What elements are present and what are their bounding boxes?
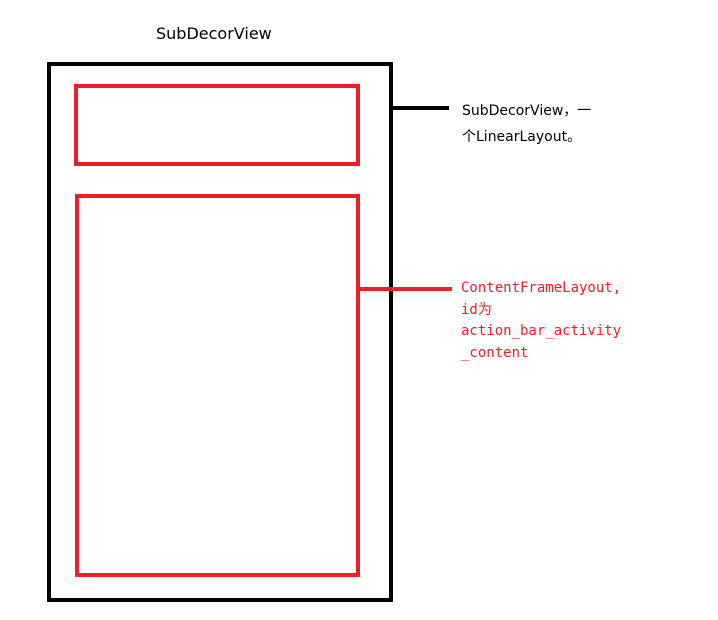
subdecorview-box (47, 62, 393, 602)
top-child-box (74, 84, 360, 166)
content-frame-annotation-line-4: _content (461, 344, 529, 361)
diagram-title: SubDecorView (156, 24, 272, 43)
content-frame-annotation-line-1: ContentFrameLayout, (461, 280, 622, 296)
subdecorview-annotation-line-1: SubDecorView，一 (462, 103, 592, 119)
content-frame-annotation-line-2: id为 (461, 301, 492, 318)
content-frame-annotation-line-3: action_bar_activity (461, 323, 622, 339)
subdecorview-annotation-line-2: 个LinearLayout。 (462, 129, 582, 145)
content-frame-layout-box (75, 194, 360, 577)
content-connector-line (359, 287, 452, 291)
content-frame-annotation: ContentFrameLayout, id为 action_bar_activ… (461, 278, 661, 364)
subdecorview-annotation: SubDecorView，一 个LinearLayout。 (462, 98, 622, 150)
subdecorview-connector-line (389, 106, 449, 110)
